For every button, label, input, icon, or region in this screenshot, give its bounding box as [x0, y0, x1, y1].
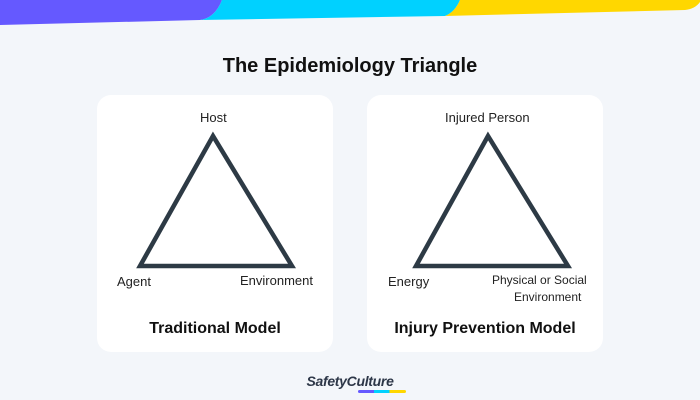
page-title: The Epidemiology Triangle — [222, 55, 478, 77]
traditional-model-card: Host Agent Environment Traditional Model — [97, 95, 333, 352]
vertex-label-injured-person: Injured Person — [445, 110, 530, 125]
model-title: Injury Prevention Model — [394, 320, 576, 337]
triangle-icon — [412, 131, 573, 269]
triangle-icon — [136, 131, 297, 269]
logo-underline — [358, 390, 406, 393]
vertex-label-environment: Environment — [240, 273, 313, 288]
safetyculture-logo: SafetyCulture — [0, 373, 700, 393]
vertex-label-environment: Environment — [514, 290, 582, 304]
vertex-label-energy: Energy — [388, 274, 430, 289]
vertex-label-host: Host — [200, 110, 227, 125]
brand-banner — [0, 0, 700, 25]
logo-text: SafetyCulture — [306, 373, 394, 389]
injury-prevention-model-card: Injured Person Energy Physical or Social… — [367, 95, 603, 352]
model-title: Traditional Model — [149, 320, 281, 337]
vertex-label-agent: Agent — [117, 274, 151, 289]
vertex-label-physical-social: Physical or Social — [492, 273, 587, 287]
